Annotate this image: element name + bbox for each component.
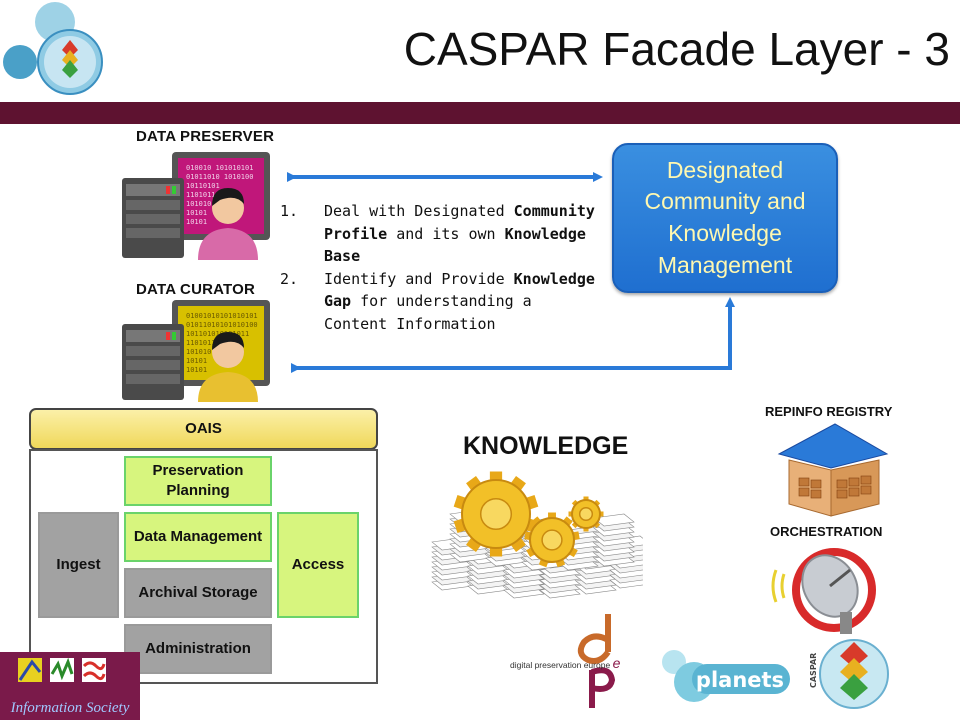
steps-list: 1. Deal with Designated Community Profil… (280, 200, 600, 335)
oais-ingest: Ingest (38, 512, 119, 618)
binary-line: 101101010101011 (186, 330, 249, 338)
slide-title: CASPAR Facade Layer - 3 (403, 23, 950, 75)
binary-line: 01011010101010100 (186, 321, 258, 329)
binary-line: 010010 101010101 (186, 164, 253, 172)
dpe-text: digital preservation europe (510, 660, 611, 670)
curator-dc-arrow (291, 297, 735, 373)
dc-line-3: Knowledge (668, 220, 782, 246)
binary-line: 01001010101010101 (186, 312, 258, 320)
planets-logo: planets (662, 650, 790, 702)
caspar-logo: CASPAR (809, 639, 889, 709)
binary-line: 101010 (186, 348, 211, 356)
binary-line: 10101 (186, 209, 207, 217)
step-2-text: Identify and Provide Knowledge Gap for u… (324, 268, 600, 336)
caspar-logo-text: CASPAR (809, 653, 818, 688)
step-2: 2. Identify and Provide Knowledge Gap fo… (280, 268, 600, 336)
dc-line-4: Management (657, 251, 793, 278)
designated-community-box: Designated Community and Knowledge Manag… (612, 143, 838, 293)
step-2-text-c: for understanding a Content Information (324, 292, 532, 333)
orchestration-label: ORCHESTRATION (770, 524, 883, 539)
repinfo-registry-icon (777, 423, 889, 517)
step-1-term-kb: Knowledge Base (324, 224, 586, 266)
binary-line: 101010 (186, 200, 211, 208)
paper-sheet (593, 513, 635, 527)
oais-header: OAIS (29, 408, 378, 450)
step-1-number: 1. (280, 202, 299, 220)
step-1-term-profile: Community Profile (324, 202, 595, 243)
binary-line: 10101 (186, 366, 207, 374)
gear-icon (568, 496, 604, 532)
step-1: 1. Deal with Designated Community Profil… (280, 200, 600, 268)
dpe-logo-text: digital preservation europe e (510, 655, 620, 671)
dc-line-2: Community and (644, 188, 806, 215)
info-society-text: Information Society (10, 700, 130, 716)
oais-access: Access (277, 512, 359, 618)
binary-line: 1101011 (186, 339, 216, 347)
dc-line-1: Designated (666, 156, 784, 183)
binary-line: 10110101 (186, 182, 220, 190)
step-2-number: 2. (280, 269, 299, 288)
binary-line: 01011010 1010100 (186, 173, 253, 181)
planets-text: planets (696, 668, 784, 692)
step-1-text: Deal with Designated Community Profile a… (324, 200, 600, 268)
oais-administration: Administration (124, 624, 272, 674)
step-1-text-a: Deal with Designated (324, 202, 514, 220)
data-preserver-label: DATA PRESERVER (136, 128, 275, 145)
repinfo-registry-label: REPINFO REGISTRY (765, 404, 893, 419)
step-2-text-a: Identify and Provide (324, 269, 514, 288)
step-2-term-gap: Knowledge Gap (324, 269, 595, 311)
binary-line: 10101 (186, 218, 207, 226)
data-curator-label: DATA CURATOR (136, 281, 256, 298)
knowledge-papers-gears-icon (431, 471, 643, 599)
oais-archival-storage: Archival Storage (124, 568, 272, 618)
step-1-text-c: and its own (387, 224, 505, 243)
gear-icon (524, 512, 580, 568)
knowledge-label: KNOWLEDGE (463, 432, 629, 460)
dpe-e: e (612, 655, 621, 671)
information-society-logo: Information Society (0, 652, 140, 720)
orchestration-icon (771, 548, 876, 634)
oais-data-management: Data Management (124, 512, 272, 562)
dpe-logo-mark (577, 614, 616, 708)
oais-preservation-planning: Preservation Planning (124, 456, 272, 506)
gear-icon (453, 471, 539, 557)
caspar-bubble-logo (3, 2, 103, 95)
header-band (0, 102, 960, 124)
data-curator-icon: 0100101010101010101011010101010100101101… (122, 300, 270, 402)
binary-line: 10101 (186, 357, 207, 365)
binary-line: 1101011 (186, 191, 216, 199)
